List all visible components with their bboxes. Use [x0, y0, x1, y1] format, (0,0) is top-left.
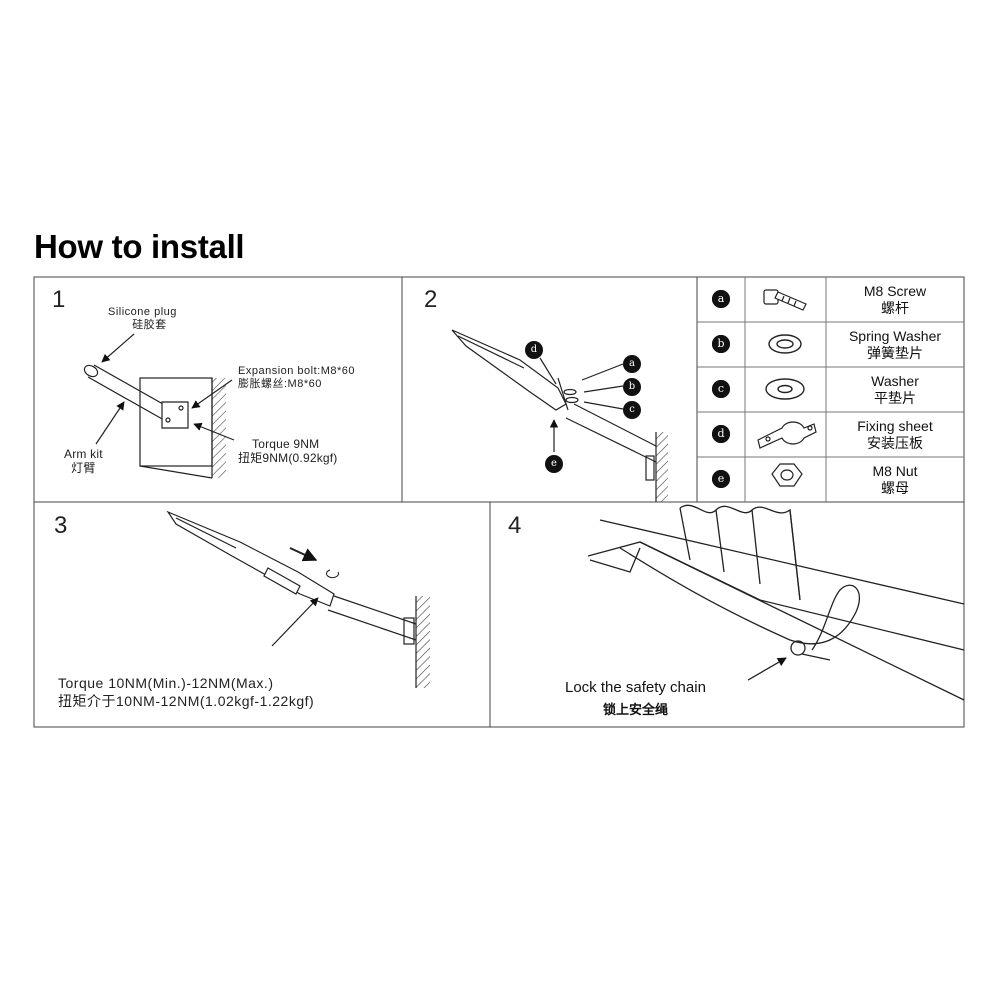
arm-kit-en: Arm kit [64, 447, 103, 461]
part-b-letter: b [712, 335, 730, 353]
part-d-letter: d [712, 425, 730, 443]
part-c-name-en: Washer [871, 373, 919, 389]
screw-icon [763, 289, 807, 311]
safety-chain-en: Lock the safety chain [565, 679, 706, 696]
silicone-plug-cn: 硅胶套 [132, 318, 167, 331]
torque-range-cn: 扭矩介于10NM-12NM(1.02kgf-1.22kgf) [58, 693, 315, 710]
expansion-bolt-en: Expansion bolt:M8*60 [238, 365, 356, 377]
part-a-name: M8 Screw 螺杆 [827, 283, 963, 317]
lamp-head [451, 329, 567, 411]
expansion-bolt-label: Expansion bolt:M8*60 膨胀螺丝:M8*60 [238, 365, 355, 390]
torque-9nm-cn: 扭矩9NM(0.92kgf) [238, 450, 338, 465]
arm-tube [87, 364, 171, 421]
callout-d: d [526, 342, 542, 358]
part-e-name-en: M8 Nut [872, 463, 918, 479]
step-4-number: 4 [508, 512, 522, 539]
washer-icon [765, 378, 805, 400]
step4-illustration [587, 504, 965, 701]
expansion-bolt-cn: 膨胀螺丝:M8*60 [238, 377, 322, 390]
silicone-plug-en: Silicone plug [108, 306, 177, 318]
part-a-name-en: M8 Screw [863, 283, 927, 299]
callout-c: c [624, 402, 640, 418]
step-2-number: 2 [424, 286, 438, 313]
part-b-name: Spring Washer 弹簧垫片 [827, 328, 963, 362]
step3-illustration [166, 510, 430, 688]
wall-hatch [212, 378, 226, 478]
fixing-sheet-icon [757, 421, 817, 449]
part-c-name-cn: 平垫片 [874, 389, 916, 406]
panel-frame [33, 276, 965, 728]
step1-illustration [83, 333, 235, 479]
torque-range-label: Torque 10NM(Min.)-12NM(Max.) 扭矩介于10NM-12… [58, 674, 314, 710]
safety-chain-cn: 锁上安全绳 [603, 702, 669, 717]
part-c-name: Washer 平垫片 [827, 373, 963, 407]
mount-bracket [161, 401, 189, 429]
part-d-name-en: Fixing sheet [857, 418, 933, 434]
torque-9nm-en: Torque 9NM [252, 437, 320, 451]
torque-9nm-label: Torque 9NM 扭矩9NM(0.92kgf) [238, 437, 338, 466]
part-b-name-cn: 弹簧垫片 [867, 344, 923, 361]
part-e-letter: e [712, 470, 730, 488]
silicone-plug-label: Silicone plug 硅胶套 [108, 306, 177, 331]
part-d-name-cn: 安装压板 [867, 434, 923, 451]
part-e-name-cn: 螺母 [881, 479, 909, 496]
arm-kit-label: Arm kit 灯臂 [64, 447, 103, 476]
part-e-name: M8 Nut 螺母 [827, 463, 963, 497]
callout-a: a [624, 356, 640, 372]
step2-illustration [451, 329, 668, 502]
part-d-name: Fixing sheet 安装压板 [827, 418, 963, 452]
arm-kit-cn: 灯臂 [71, 460, 96, 475]
step-3-number: 3 [54, 512, 68, 539]
callout-e: e [546, 456, 562, 472]
torque-range-en: Torque 10NM(Min.)-12NM(Max.) [58, 675, 274, 691]
parts-table [697, 277, 964, 502]
part-c-letter: c [712, 380, 730, 398]
spring-washer-icon [768, 334, 802, 354]
part-a-letter: a [712, 290, 730, 308]
part-a-name-cn: 螺杆 [881, 299, 909, 316]
part-b-name-en: Spring Washer [848, 328, 942, 344]
nut-icon [771, 463, 803, 487]
step-1-number: 1 [52, 286, 66, 313]
page-title: How to install [34, 228, 245, 265]
callout-b: b [624, 379, 640, 395]
